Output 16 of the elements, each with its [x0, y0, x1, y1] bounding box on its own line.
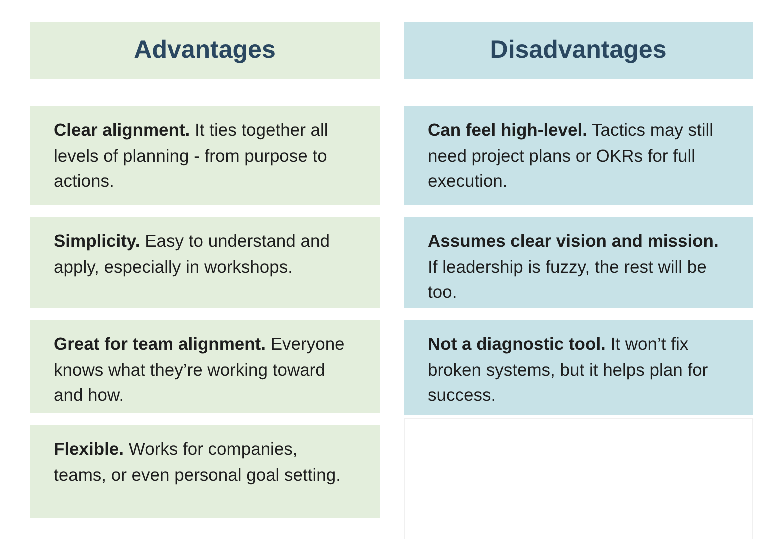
- text-card: [404, 320, 753, 415]
- text-card: [30, 425, 380, 518]
- card-text: Great for team alignment. Everyone knows what they’re working toward and how.: [54, 333, 346, 407]
- card-text: Assumes clear vision and mission. If leadership is fuzzy, the rest will be too.: [428, 230, 720, 304]
- text-card: [404, 106, 753, 205]
- card-text: Flexible. Works for companies, teams, or even personal goal setting.: [54, 438, 342, 487]
- text-card: [30, 217, 380, 308]
- card-text: Clear alignment. It ties together all levels of planning - from purpose to actions.: [54, 119, 330, 193]
- card-text: Can feel high-level. Tactics may still need project plans or OKRs for full execution.: [428, 119, 715, 193]
- text-card: [404, 217, 753, 308]
- column-header: Disadvantages: [404, 22, 753, 79]
- card-text: Not a diagnostic tool. It won’t fix broken systems, but it helps plan for success.: [428, 333, 710, 407]
- card-text: Simplicity. Easy to understand and apply, especially in workshops.: [54, 230, 331, 279]
- text-card: [30, 106, 380, 205]
- column-header: Advantages: [30, 22, 380, 79]
- text-card: [30, 320, 380, 413]
